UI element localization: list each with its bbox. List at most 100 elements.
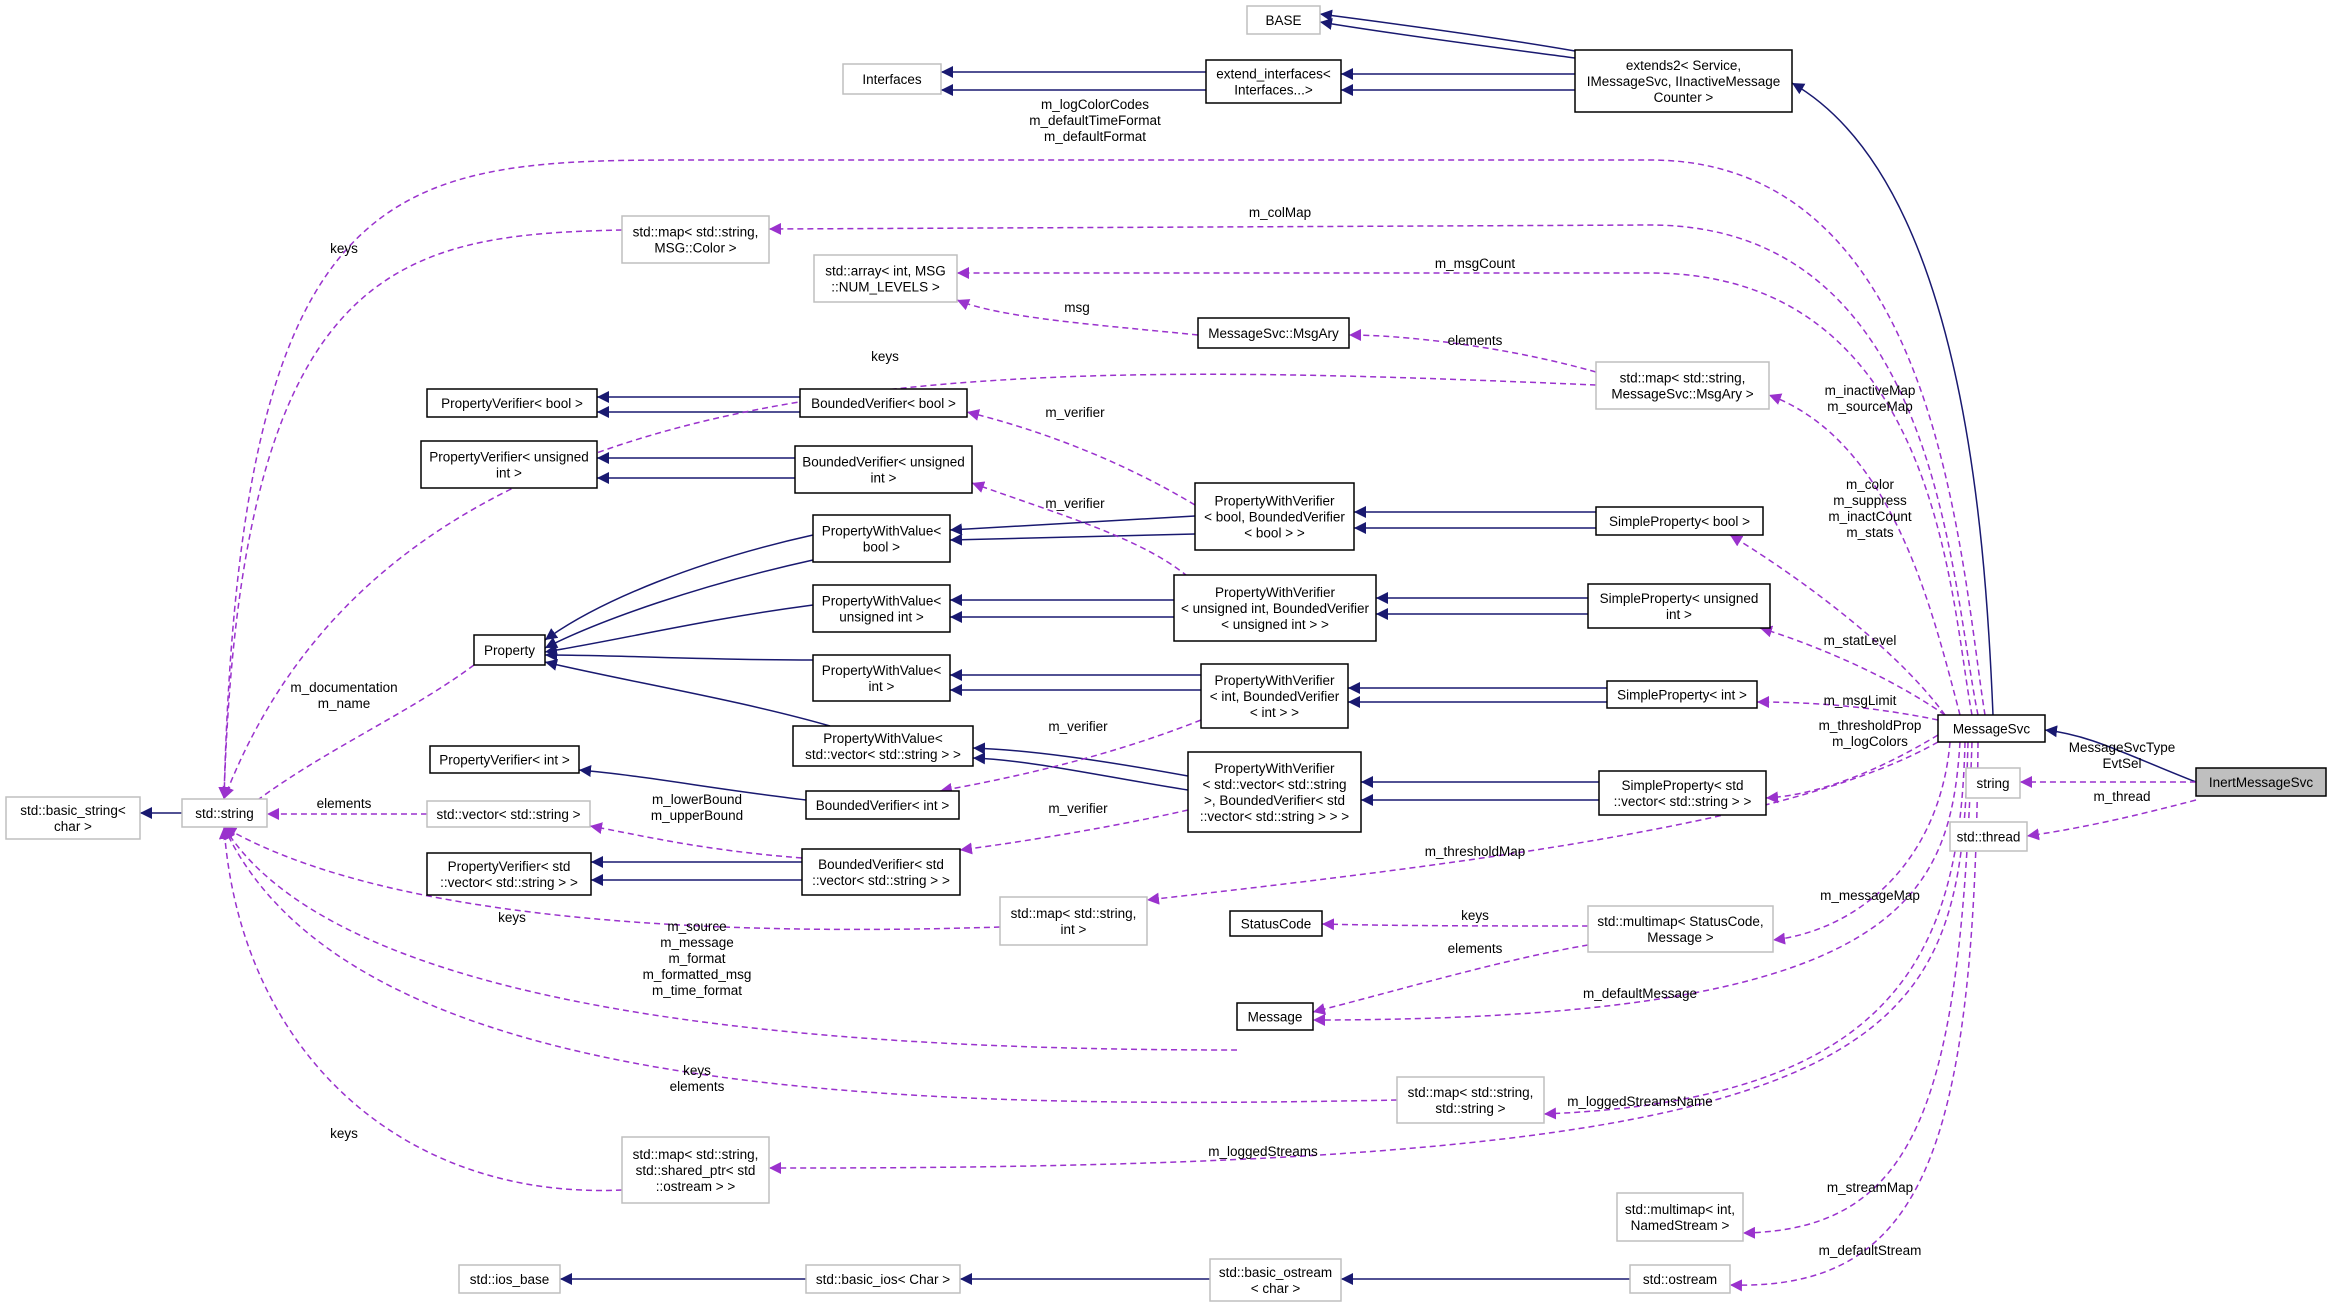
- edge-label: m_loggedStreamsName: [1567, 1094, 1713, 1109]
- class-node-interfaces[interactable]: Interfaces: [842, 63, 942, 95]
- node-label: Message: [1248, 1010, 1303, 1025]
- class-node-pv-vec[interactable]: PropertyVerifier< std::vector< std::stri…: [426, 852, 592, 896]
- class-node-pwvl-vec[interactable]: PropertyWithValue<std::vector< std::stri…: [792, 725, 974, 767]
- node-box: [1574, 49, 1793, 113]
- class-node-basic-ostream[interactable]: std::basic_ostream< char >: [1209, 1258, 1342, 1302]
- inheritance-edge: [972, 742, 1189, 777]
- node-label: std::shared_ptr< std: [636, 1163, 756, 1178]
- edge-label: m_color: [1846, 477, 1895, 492]
- class-node-pwvl-bool[interactable]: PropertyWithValue<bool >: [812, 514, 951, 563]
- class-node-statuscode[interactable]: StatusCode: [1229, 910, 1323, 937]
- class-node-bv-vec[interactable]: BoundedVerifier< std::vector< std::strin…: [801, 848, 961, 896]
- class-node-pv-int[interactable]: PropertyVerifier< int >: [429, 745, 580, 774]
- usage-edge: [222, 373, 1597, 800]
- class-node-multimap-sc[interactable]: std::multimap< StatusCode,Message >: [1587, 905, 1774, 953]
- edge-label-lbl-defmsg: m_defaultMessage: [1583, 986, 1697, 1001]
- class-node-pv-bool[interactable]: PropertyVerifier< bool >: [426, 388, 598, 418]
- class-node-bv-bool[interactable]: BoundedVerifier< bool >: [799, 388, 968, 418]
- node-box: [813, 254, 958, 303]
- node-label: < int > >: [1250, 705, 1299, 720]
- node-box: [812, 654, 951, 702]
- edge-label: m_thresholdMap: [1425, 844, 1526, 859]
- class-node-string-ext[interactable]: string: [1965, 767, 2021, 799]
- class-node-sp-bool[interactable]: SimpleProperty< bool >: [1595, 506, 1764, 536]
- edge-label: m_defaultMessage: [1583, 986, 1697, 1001]
- node-box: [1616, 1192, 1744, 1242]
- edge-label: keys: [871, 349, 899, 364]
- usage-edge: [768, 222, 1979, 716]
- node-box: [801, 848, 961, 896]
- class-node-pwvf-vec[interactable]: PropertyWithVerifier< std::vector< std::…: [1187, 751, 1362, 833]
- class-node-inertmessagesvc[interactable]: InertMessageSvc: [2195, 767, 2327, 797]
- node-box: [429, 745, 580, 774]
- class-node-sp-int[interactable]: SimpleProperty< int >: [1606, 680, 1758, 709]
- node-label: PropertyWithValue<: [822, 594, 942, 609]
- class-node-std-thread[interactable]: std::thread: [1949, 821, 2028, 852]
- class-node-sp-vec[interactable]: SimpleProperty< std::vector< std::string…: [1598, 770, 1767, 816]
- edge-label: keys: [683, 1063, 711, 1078]
- class-node-pwvl-uint[interactable]: PropertyWithValue<unsigned int >: [812, 584, 951, 633]
- node-label: < char >: [1251, 1281, 1301, 1296]
- edge-label: m_message: [660, 935, 734, 950]
- node-box: [426, 852, 592, 896]
- edge-label: m_lowerBound: [652, 792, 742, 807]
- class-node-base[interactable]: BASE: [1246, 5, 1321, 35]
- class-node-extends2[interactable]: extends2< Service,IMessageSvc, IInactive…: [1574, 49, 1793, 113]
- node-label: < bool, BoundedVerifier: [1204, 510, 1345, 525]
- class-node-map-strstr[interactable]: std::map< std::string,std::string >: [1396, 1076, 1545, 1124]
- class-node-std-string[interactable]: std::string: [181, 798, 268, 828]
- class-node-msgary[interactable]: MessageSvc::MsgAry: [1197, 317, 1350, 349]
- class-node-ios-base[interactable]: std::ios_base: [458, 1264, 561, 1294]
- usage-edge: [1146, 741, 1939, 905]
- class-node-pwvf-uint[interactable]: PropertyWithVerifier< unsigned int, Boun…: [1173, 574, 1377, 642]
- class-node-array-int[interactable]: std::array< int, MSG::NUM_LEVELS >: [813, 254, 958, 303]
- class-node-pwvf-bool[interactable]: PropertyWithVerifier< bool, BoundedVerif…: [1194, 482, 1355, 551]
- class-node-basic-ios[interactable]: std::basic_ios< Char >: [805, 1264, 961, 1294]
- usage-edge: [1321, 918, 1589, 931]
- usage-edge: [223, 664, 475, 828]
- class-node-bv-int[interactable]: BoundedVerifier< int >: [805, 790, 960, 820]
- class-node-std-ostream[interactable]: std::ostream: [1629, 1264, 1731, 1294]
- class-node-basic-string[interactable]: std::basic_string<char >: [5, 796, 141, 840]
- class-node-extend-interfaces[interactable]: extend_interfaces<Interfaces...>: [1205, 59, 1342, 104]
- node-label: string: [1976, 776, 2009, 791]
- usage-edge: [218, 229, 623, 800]
- class-node-vec-string[interactable]: std::vector< std::string >: [426, 800, 591, 828]
- node-label: BoundedVerifier< bool >: [811, 396, 956, 411]
- nodes-layer: BASE Interfaces extend_interfaces<Interfac…: [5, 5, 2327, 1302]
- edge-label: keys: [330, 1126, 358, 1141]
- node-label: Interfaces...>: [1234, 83, 1313, 98]
- node-label: PropertyWithVerifier: [1215, 585, 1336, 600]
- edge-label: keys: [1461, 908, 1489, 923]
- class-node-map-color[interactable]: std::map< std::string,MSG::Color >: [621, 215, 770, 264]
- edge-label-lbl-mthread: m_thread: [2093, 789, 2150, 804]
- class-node-multimap-int[interactable]: std::multimap< int,NamedStream >: [1616, 1192, 1744, 1242]
- edge-label: m_colMap: [1249, 205, 1311, 220]
- inheritance-edge: [949, 515, 1196, 536]
- class-node-property[interactable]: Property: [473, 634, 546, 666]
- edge-label-lbl-loggedname: m_loggedStreamsName: [1567, 1094, 1713, 1109]
- node-box: [1205, 59, 1342, 104]
- node-label: MessageSvc::MsgAry >: [1611, 387, 1753, 402]
- node-label: Counter >: [1654, 90, 1714, 105]
- class-node-message[interactable]: Message: [1236, 1002, 1314, 1031]
- class-node-map-msgary[interactable]: std::map< std::string,MessageSvc::MsgAry…: [1595, 361, 1770, 410]
- edge-label: m_inactCount: [1828, 509, 1912, 524]
- class-node-pwvf-int[interactable]: PropertyWithVerifier< int, BoundedVerifi…: [1200, 663, 1349, 729]
- node-label: BoundedVerifier< int >: [816, 798, 950, 813]
- edge-label: elements: [317, 796, 372, 811]
- edge-label: m_sourceMap: [1827, 399, 1913, 414]
- class-node-map-int[interactable]: std::map< std::string,int >: [999, 896, 1148, 946]
- node-label: < std::vector< std::string: [1202, 777, 1346, 792]
- class-node-pwvl-int[interactable]: PropertyWithValue<int >: [812, 654, 951, 702]
- node-label: int >: [871, 471, 897, 486]
- class-node-messagesvc[interactable]: MessageSvc: [1937, 714, 2046, 743]
- edge-label: m_defaultFormat: [1044, 129, 1146, 144]
- class-node-map-ostream[interactable]: std::map< std::string,std::shared_ptr< s…: [621, 1136, 770, 1204]
- edge-label: m_messageMap: [1820, 888, 1920, 903]
- inheritance-edge: [1791, 82, 1994, 716]
- node-label: < unsigned int, BoundedVerifier: [1181, 601, 1370, 616]
